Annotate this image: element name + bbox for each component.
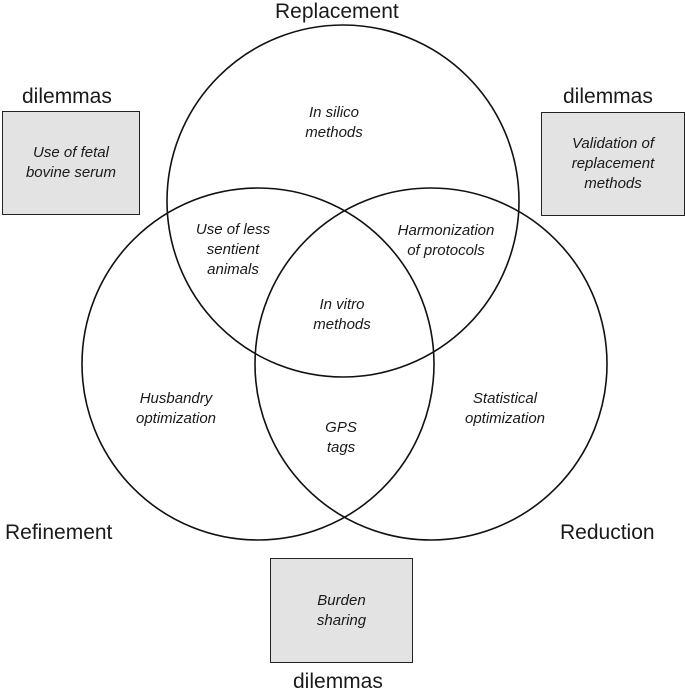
replacement-circle (166, 24, 520, 378)
dilemma-box-left: Use of fetal bovine serum (2, 111, 140, 215)
reduction-title: Reduction (560, 521, 655, 544)
region-replacement-only: In silico methods (305, 104, 363, 141)
dilemmas-bottom-heading: dilemmas (293, 670, 383, 693)
region-reduction-only: Statistical optimization (464, 390, 546, 427)
dilemmas-left-heading: dilemmas (22, 85, 112, 108)
refinement-title: Refinement (5, 521, 113, 544)
reduction-circle (254, 187, 608, 541)
region-replacement-reduction: Harmonization of protocols (397, 222, 495, 259)
region-refinement-reduction: GPS tags (325, 419, 357, 456)
dilemmas-right-heading: dilemmas (563, 85, 653, 108)
replacement-title: Replacement (275, 0, 399, 23)
region-center: In vitro methods (313, 296, 371, 333)
dilemma-box-bottom: Burden sharing (270, 558, 413, 663)
region-replacement-refinement: Use of less sentient animals (195, 221, 271, 278)
region-refinement-only: Husbandry optimization (135, 390, 217, 427)
refinement-circle (81, 187, 435, 541)
dilemma-box-right: Validation of replacement methods (541, 112, 685, 216)
